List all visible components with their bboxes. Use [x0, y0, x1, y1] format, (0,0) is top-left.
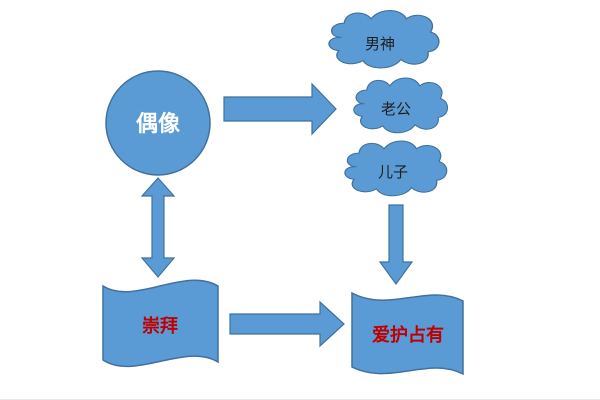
worship-node: 崇拜	[102, 279, 219, 368]
possess-label: 爱护占有	[372, 324, 444, 346]
arrow-son-to-possess	[378, 204, 414, 286]
idol-label: 偶像	[136, 111, 181, 137]
boyfriend-label: 男神	[365, 35, 395, 53]
possess-banner	[351, 291, 464, 376]
arrow-worship-to-possess	[229, 300, 345, 348]
son-label: 儿子	[378, 163, 408, 181]
idol-node: 偶像	[105, 70, 211, 176]
arrow-idol-to-clouds	[223, 82, 337, 136]
possess-node: 爱护占有	[351, 291, 464, 376]
arrow-idol-worship-bidirectional	[140, 177, 176, 278]
idol-circle	[105, 70, 211, 176]
worship-label: 崇拜	[142, 315, 178, 337]
husband-label: 老公	[381, 100, 411, 118]
worship-banner	[102, 279, 219, 368]
